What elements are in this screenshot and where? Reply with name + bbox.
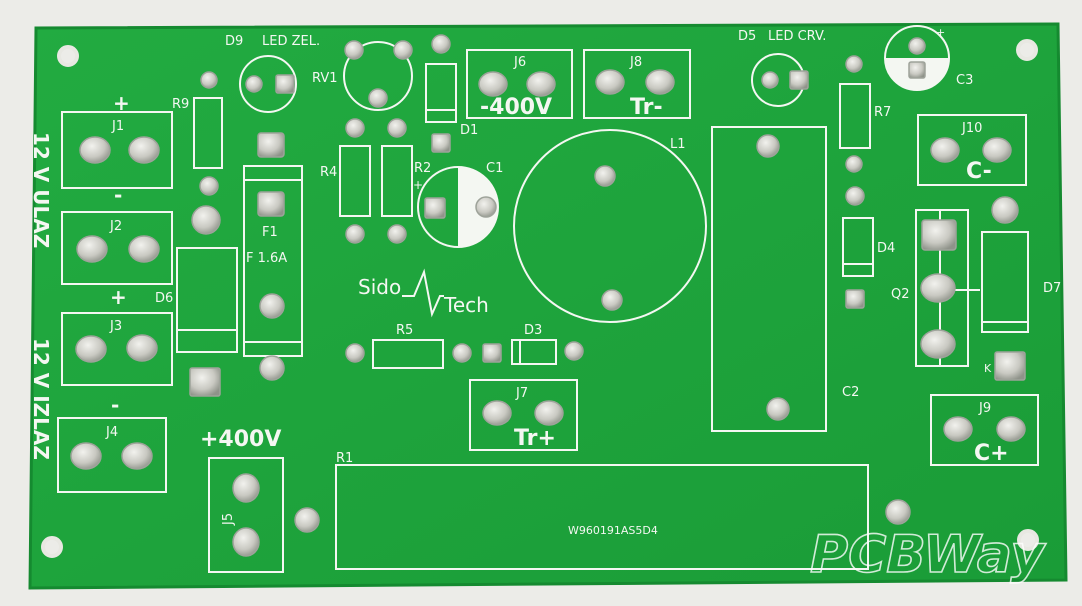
label-j5: J5 [221,513,236,526]
label-minus-low: - [111,393,119,417]
mounting-holes [41,39,1039,558]
label-c-plus: C+ [974,441,1009,466]
label-j4: J4 [105,425,118,440]
label-j2: J2 [109,219,122,234]
silk-outlines [57,41,1039,573]
label-k: K [984,362,992,375]
label-j9: J9 [978,401,991,416]
label-l1: L1 [670,137,686,152]
solder-pads [70,34,1026,557]
label-rv1: RV1 [312,71,338,86]
label-minus-mid: - [114,183,122,207]
label-plus-mid: + [110,285,127,309]
label-j7: J7 [515,386,528,401]
label-c-minus: C- [966,159,992,184]
label-j6: J6 [513,55,526,70]
label-r7: R7 [874,105,891,120]
label-d6: D6 [155,291,173,306]
label-tr-minus: Tr- [630,95,663,120]
label-d5: D5 [738,29,756,44]
label-tr-plus: Tr+ [514,426,556,451]
label-c1: C1 [486,161,503,176]
label-d4: D4 [877,241,895,256]
label-r2: R2 [414,161,431,176]
logo-text-left: Sido [358,275,401,299]
label-r5: R5 [396,323,413,338]
pcbway-watermark: PCBWay [810,525,1046,585]
label-led-crv: LED CRV. [768,29,826,44]
label-plus-c1: + [413,178,423,192]
label-j8: J8 [629,55,642,70]
label-ulaz: 12 V ULAZ [29,132,53,248]
label-plus-top: + [113,91,130,115]
label-j3: J3 [109,319,122,334]
label-plus400v: +400V [200,427,281,452]
label-d1: D1 [460,123,478,138]
label-j1: J1 [111,119,124,134]
label-plus-c3: + [936,26,945,39]
label-d7: D7 [1043,281,1061,296]
label-f16a: F 1.6A [246,251,287,266]
label-led-zel: LED ZEL. [262,34,320,49]
label-d9: D9 [225,34,243,49]
label-r4: R4 [320,165,337,180]
label-f1: F1 [262,225,278,240]
label-d3: D3 [524,323,542,338]
label-izlaz: 12 V IZLAZ [29,338,53,460]
logo-text-right: Tech [443,293,489,317]
label-q2: Q2 [891,287,910,302]
label-c3: C3 [956,73,973,88]
logo-wave [402,268,444,318]
label-c2: C2 [842,385,859,400]
label-r1: R1 [336,451,353,466]
label-minus400v: -400V [480,95,552,120]
label-j10: J10 [961,121,982,136]
label-r1-marking: W960191AS5D4 [568,524,658,537]
sidotech-logo: Sido Tech [358,268,489,318]
label-r9: R9 [172,97,189,112]
